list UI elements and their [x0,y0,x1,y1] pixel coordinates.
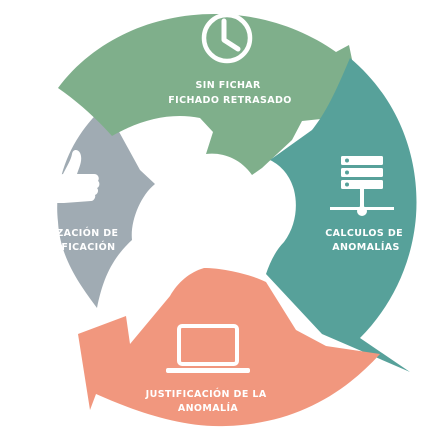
segment-autorizacion: AUTORIZACIÓN DE LA JUTIFICACIÓN [14,88,156,308]
server-network-icon [330,156,394,216]
segment-justificacion: JUSTIFICACIÓN DE LA ANOMALÍA [78,268,380,427]
segment-calculos-label: CALCULOS DE ANOMALÍAS [325,228,407,253]
segment-justificacion-label: JUSTIFICACIÓN DE LA ANOMALÍA [145,388,271,414]
segment-sin-fichar-label: SIN FICHAR FICHADO RETRASADO [168,80,291,106]
segment-sin-fichar-line-1: SIN FICHAR [196,80,262,91]
segment-justificacion-line-1: JUSTIFICACIÓN DE LA [145,388,267,400]
segment-calculos-line-2: ANOMALÍAS [332,241,400,253]
segment-autorizacion-line-2: LA JUTIFICACIÓN [21,241,116,253]
clock-icon [201,12,253,64]
segment-sin-fichar-shape [58,14,355,175]
segment-justificacion-shape [78,268,380,427]
thumbs-up-icon [39,150,100,204]
segment-justificacion-line-2: ANOMALÍA [178,402,239,414]
segment-autorizacion-label: AUTORIZACIÓN DE LA JUTIFICACIÓN [14,227,122,253]
segment-sin-fichar: SIN FICHAR FICHADO RETRASADO [58,12,355,175]
segment-calculos-line-1: CALCULOS DE [325,228,403,239]
laptop-icon [166,324,250,373]
segment-calculos-shape [266,58,417,372]
segment-autorizacion-shape [57,88,156,308]
segment-calculos: CALCULOS DE ANOMALÍAS [266,58,417,372]
segment-autorizacion-line-1: AUTORIZACIÓN DE [14,227,119,239]
segment-sin-fichar-line-2: FICHADO RETRASADO [168,95,291,106]
